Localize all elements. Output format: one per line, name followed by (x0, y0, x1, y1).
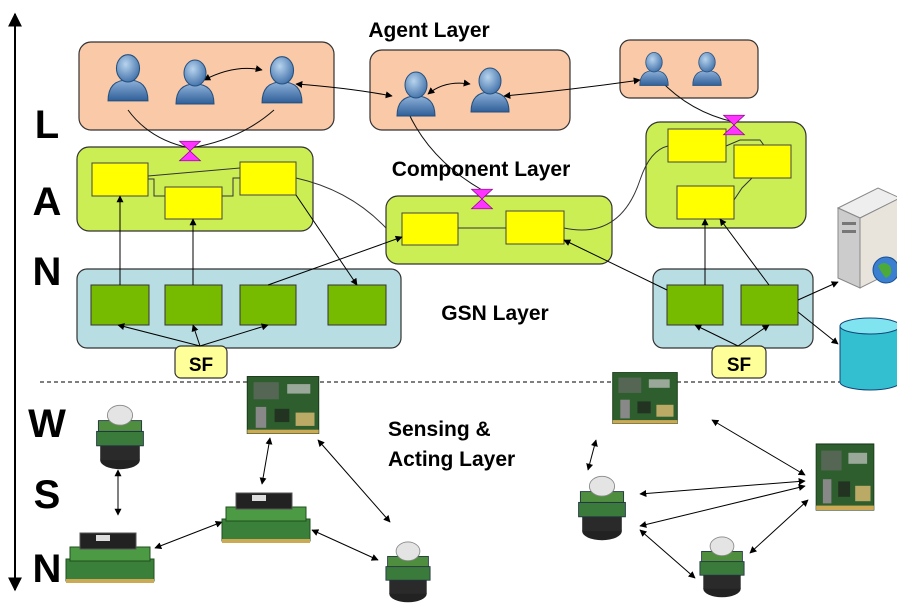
component-layer-label: Component Layer (392, 158, 571, 181)
component-block (676, 185, 735, 220)
gsn-block (740, 284, 799, 326)
agent-layer-label: Agent Layer (368, 19, 489, 42)
component-block (733, 144, 792, 179)
side-letter-n: N (33, 250, 62, 294)
agent-box-right (619, 39, 759, 99)
component-block (401, 212, 459, 246)
gsn-block (164, 284, 223, 326)
side-letter-w: W (28, 402, 66, 446)
side-letter-a: A (33, 180, 62, 224)
sf-label-right: SF (727, 355, 751, 376)
component-block (505, 210, 565, 245)
database-icon (839, 317, 897, 391)
sensing-layer-label-line2: Acting Layer (388, 448, 515, 471)
sf-label-left: SF (189, 355, 213, 376)
gsn-block (327, 284, 387, 326)
gsn-box-left (76, 268, 402, 349)
gsn-block (90, 284, 150, 326)
component-block (91, 162, 149, 197)
gsn-layer-label: GSN Layer (441, 302, 548, 325)
side-letter-n2: N (33, 547, 62, 591)
agent-box-middle (369, 49, 571, 131)
sf-box-right (711, 345, 767, 379)
gsn-block (666, 284, 724, 326)
sensing-layer-label-line1: Sensing & (388, 418, 491, 441)
side-letter-s: S (34, 473, 61, 517)
component-block (239, 161, 297, 196)
side-letter-l: L (35, 103, 59, 147)
gsn-block (239, 284, 297, 326)
server-icon (836, 187, 897, 289)
component-block (164, 186, 223, 220)
component-block (667, 128, 727, 163)
